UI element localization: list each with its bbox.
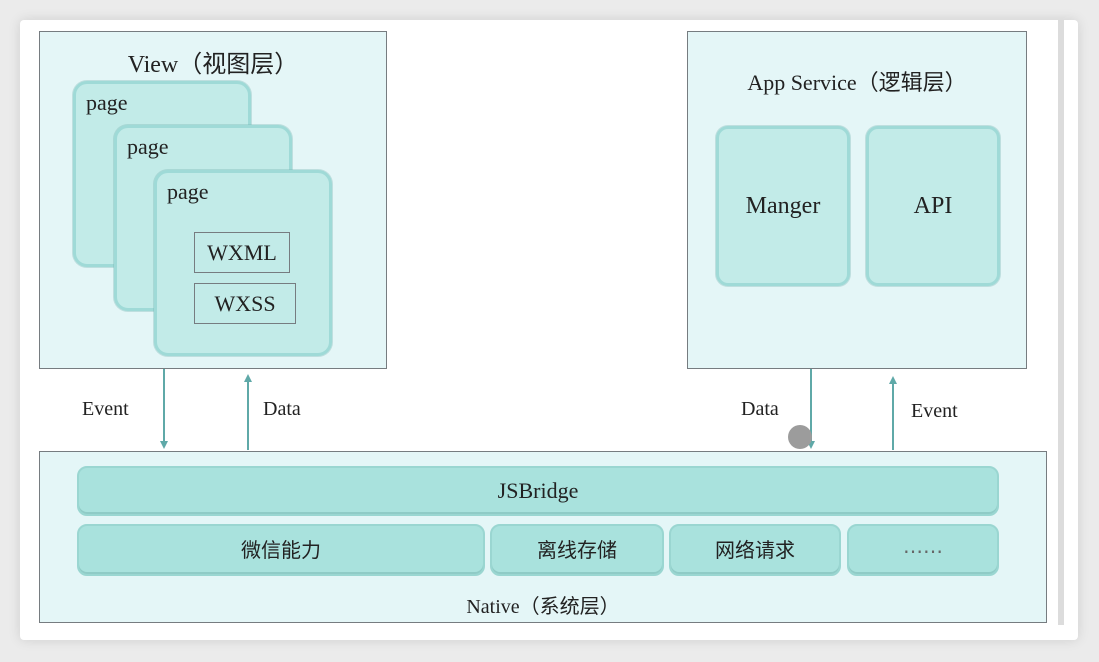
wxss-box: WXSS bbox=[194, 283, 296, 324]
cursor-dot bbox=[788, 425, 812, 449]
page-card-front: page WXML WXSS bbox=[154, 170, 332, 356]
left-data-arrowhead bbox=[244, 374, 252, 382]
right-event-arrowhead bbox=[889, 376, 897, 384]
network-request-bar: 网络请求 bbox=[669, 524, 841, 576]
page-label: page bbox=[127, 134, 169, 159]
scrollbar-track bbox=[1058, 20, 1064, 625]
page-label: page bbox=[167, 179, 209, 204]
right-event-arrow bbox=[892, 384, 894, 450]
page-label: page bbox=[86, 90, 128, 115]
left-data-label: Data bbox=[263, 398, 301, 420]
right-data-label: Data bbox=[741, 398, 779, 420]
offline-storage-bar: 离线存储 bbox=[490, 524, 664, 576]
left-data-arrow bbox=[247, 382, 249, 450]
left-event-arrowhead bbox=[160, 441, 168, 449]
right-data-arrowhead bbox=[807, 441, 815, 449]
left-event-arrow bbox=[163, 369, 165, 441]
wechat-capability-bar: 微信能力 bbox=[77, 524, 485, 576]
wxml-box: WXML bbox=[194, 232, 290, 273]
right-data-arrow bbox=[810, 369, 812, 441]
left-event-label: Event bbox=[82, 398, 129, 420]
right-event-label: Event bbox=[911, 400, 958, 422]
view-layer-title: View（视图层） bbox=[127, 52, 299, 78]
jsbridge-bar: JSBridge bbox=[77, 466, 999, 516]
manger-module: Manger bbox=[716, 126, 850, 286]
api-module: API bbox=[866, 126, 1000, 286]
native-layer-title: Native（系统层） bbox=[466, 596, 620, 618]
app-service-title: App Service（逻辑层） bbox=[747, 70, 967, 95]
more-capabilities-bar: …… bbox=[847, 524, 999, 576]
